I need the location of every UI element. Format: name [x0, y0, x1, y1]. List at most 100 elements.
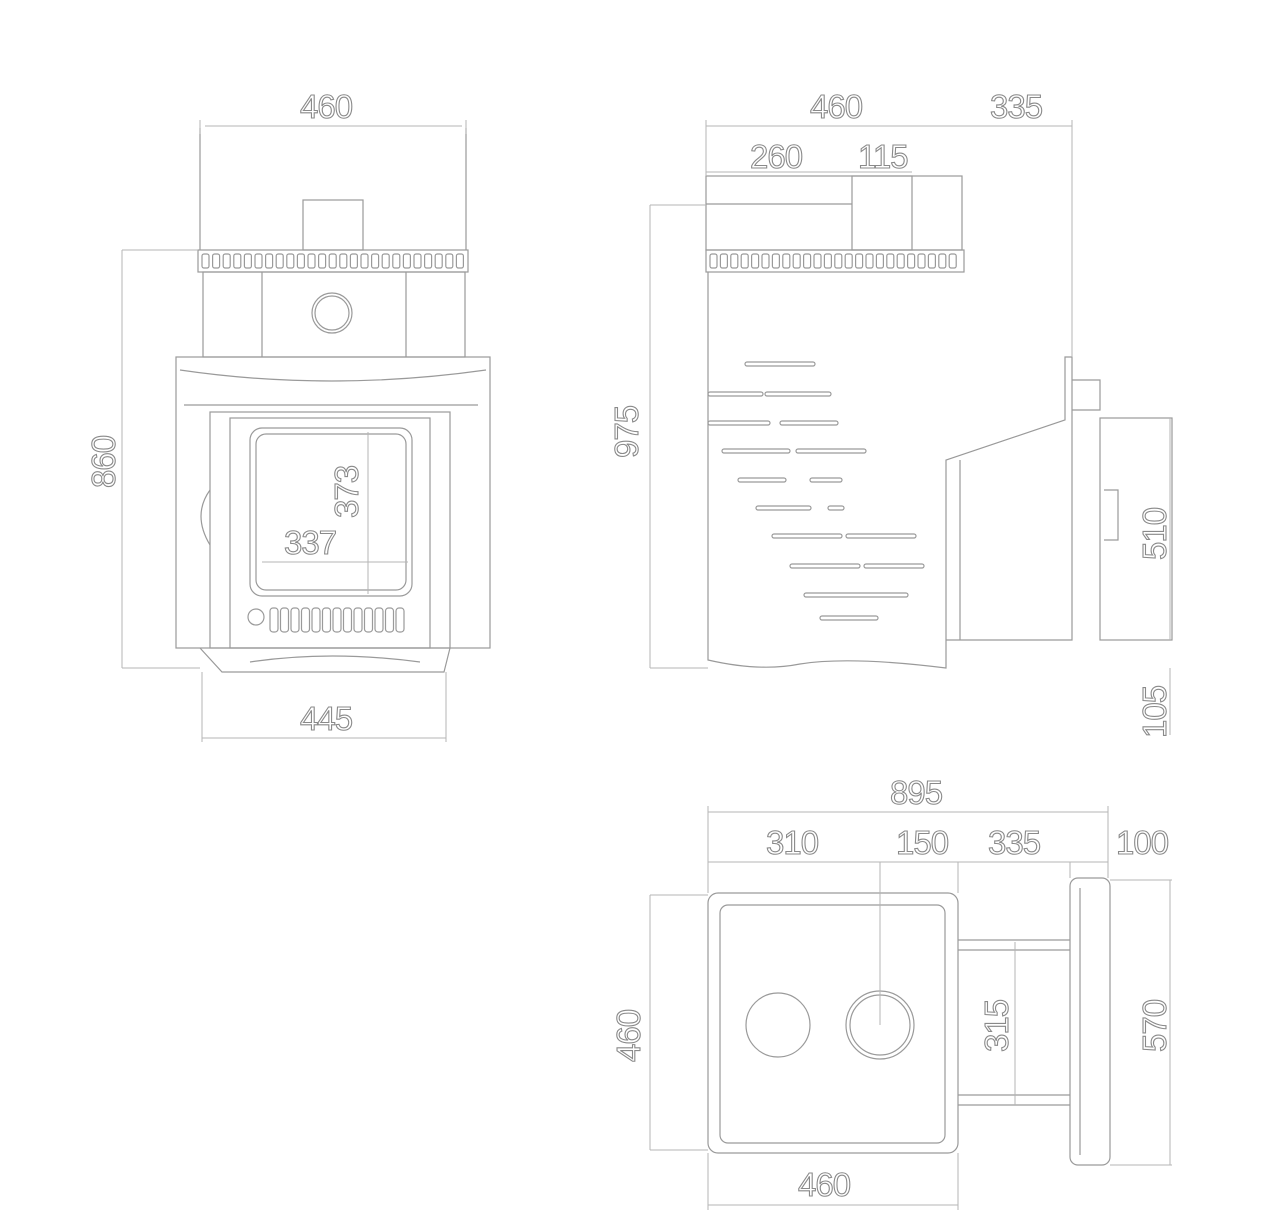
- vent-fin: [275, 253, 284, 269]
- grate-bar: [374, 607, 384, 633]
- stone-slot: [721, 448, 791, 454]
- grate-bar: [342, 607, 353, 633]
- dim-side-top-b: 115: [858, 138, 908, 175]
- vent-fin: [445, 253, 454, 269]
- vent-fin: [349, 253, 358, 269]
- vent-fin: [424, 253, 433, 269]
- grate-bar: [269, 607, 279, 633]
- grate-bar: [321, 607, 332, 633]
- dim-side-body-depth: 460: [810, 88, 863, 125]
- dim-front-glass-width: 337: [284, 524, 336, 561]
- stone-slot: [803, 592, 909, 598]
- stone-slot: [744, 361, 816, 367]
- vent-fin: [792, 253, 801, 269]
- grate-bar: [290, 607, 300, 633]
- dim-top-total-length: 895: [890, 774, 942, 811]
- vent-fin: [730, 253, 739, 269]
- vent-fin: [296, 253, 305, 269]
- vent-fin: [212, 253, 221, 269]
- dim-front-top-width: 460: [300, 88, 353, 125]
- stone-slot: [863, 563, 925, 569]
- stone-slot: [845, 533, 917, 539]
- grate-bar: [279, 607, 290, 633]
- vent-fin: [875, 253, 885, 269]
- stone-slot: [771, 533, 843, 539]
- vent-fin: [328, 253, 337, 269]
- dim-top-tank-width: 570: [1136, 999, 1173, 1052]
- vent-fin: [265, 253, 274, 269]
- vent-fin: [927, 253, 937, 269]
- vent-fin: [709, 253, 718, 269]
- dim-top-seg-d: 100: [1116, 824, 1169, 861]
- dim-front-total-height: 860: [85, 435, 122, 488]
- vent-fin: [813, 253, 822, 269]
- dim-front-glass-height: 373: [328, 466, 365, 518]
- vent-fin: [802, 253, 812, 269]
- dim-front-base-width: 445: [300, 700, 352, 737]
- vent-fin: [761, 253, 770, 269]
- vent-fin: [360, 253, 369, 269]
- stone-slot: [737, 477, 787, 483]
- vent-fin: [823, 253, 833, 269]
- stone-slot: [827, 505, 845, 511]
- vent-fin: [938, 253, 947, 269]
- vent-fin: [392, 253, 401, 269]
- dim-top-seg-c: 335: [988, 824, 1040, 861]
- stone-slot: [795, 448, 867, 454]
- vent-fin: [434, 253, 443, 269]
- vent-fin: [339, 253, 348, 269]
- vent-fin: [222, 253, 231, 269]
- stone-slot: [819, 615, 879, 621]
- vent-fin: [917, 253, 926, 269]
- stone-slot: [707, 391, 764, 397]
- dim-top-seg-a: 310: [766, 824, 819, 861]
- vent-fin: [854, 253, 864, 269]
- grate-bar: [395, 607, 405, 633]
- vent-fin: [740, 253, 749, 269]
- vent-fin: [865, 253, 874, 269]
- grate-bar: [332, 607, 342, 633]
- grate-bar: [300, 607, 311, 633]
- dim-top-seg-b: 150: [896, 824, 949, 861]
- vent-fin: [402, 253, 411, 269]
- vent-fin: [201, 253, 210, 269]
- vent-fin: [719, 253, 729, 269]
- stone-slot: [755, 505, 812, 511]
- vent-fin: [886, 253, 895, 269]
- vent-fin: [844, 253, 853, 269]
- dim-top-body-width: 460: [798, 1166, 851, 1203]
- vent-fin: [834, 253, 843, 269]
- stone-slot: [707, 420, 771, 426]
- stone-slot: [779, 420, 839, 426]
- stone-slot: [764, 391, 832, 397]
- vent-fin: [233, 253, 242, 269]
- dim-side-top-a: 260: [750, 138, 803, 175]
- vent-fin: [948, 253, 957, 269]
- grate-bar: [311, 607, 321, 633]
- dim-side-tank-height: 510: [1136, 507, 1173, 560]
- vent-fin: [455, 253, 464, 269]
- vent-fin: [896, 253, 905, 269]
- grate-bar: [353, 607, 363, 633]
- stone-slot: [809, 477, 843, 483]
- top-view: 895 310 150 335 100 460 315 570 460: [609, 773, 1174, 1210]
- vent-fin: [750, 253, 760, 269]
- vent-fin: [307, 253, 316, 269]
- vent-fin: [371, 253, 380, 269]
- dim-side-total-height: 975: [608, 406, 645, 458]
- vent-fin: [782, 253, 791, 269]
- front-view: 460 860 373 337 445: [84, 87, 491, 742]
- grate-bar: [384, 607, 395, 633]
- dim-top-channel-width: 315: [978, 1000, 1015, 1052]
- vent-fin: [771, 253, 781, 269]
- dim-side-tank-depth: 335: [990, 88, 1042, 125]
- vent-fin: [381, 253, 390, 269]
- vent-fin: [286, 253, 295, 269]
- grate-bar: [363, 607, 374, 633]
- stone-slot: [789, 563, 861, 569]
- dim-top-body-depth: 460: [610, 1009, 647, 1062]
- vent-fin: [413, 253, 422, 269]
- vent-fin: [254, 253, 263, 269]
